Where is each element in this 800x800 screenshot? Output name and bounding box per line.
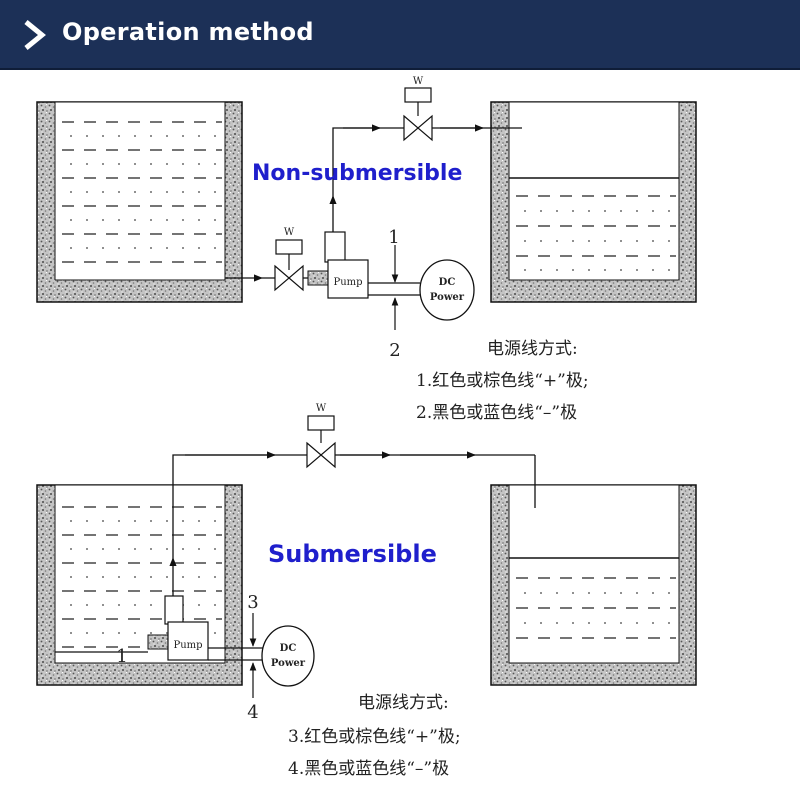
valve-label: W — [284, 227, 295, 238]
top-inlet-valve: W — [274, 227, 304, 292]
wire-1-label: 1 — [388, 227, 399, 248]
page-title: Operation method — [62, 18, 314, 46]
bottom-dc-power: DC Power — [261, 625, 315, 687]
top-note-title: 电源线方式: — [487, 339, 578, 359]
non-submersible-label: Non-submersible — [252, 161, 462, 186]
top-pump: Pump — [307, 231, 420, 299]
wire-3-label: 3 — [247, 592, 258, 613]
top-dc-power: DC Power — [419, 259, 475, 321]
pump-label: Pump — [333, 277, 362, 288]
top-note-line1: 1.红色或棕色线“+”极; — [416, 371, 589, 391]
bottom-note-line1: 3.红色或棕色线“+”极; — [288, 727, 461, 747]
bottom-outlet-pipe — [169, 451, 536, 596]
svg-text:Power: Power — [271, 658, 306, 669]
wire-2-label: 2 — [389, 340, 400, 361]
bottom-pump: Pump — [147, 595, 266, 661]
bottom-valve: W — [306, 403, 336, 469]
wire-4-label: 4 — [247, 702, 258, 723]
bottom-note-line2: 4.黑色或蓝色线“–”极 — [288, 759, 449, 779]
top-outlet-valve: W — [403, 76, 433, 142]
chevron-right-icon — [24, 20, 46, 50]
bottom-source-tank — [36, 484, 243, 686]
tank-mark-label: 1 — [116, 646, 127, 667]
top-target-tank — [490, 101, 697, 303]
bottom-note-title: 电源线方式: — [358, 693, 449, 713]
svg-text:Power: Power — [430, 292, 465, 303]
top-note-line2: 2.黑色或蓝色线“–”极 — [416, 403, 577, 423]
svg-text:DC: DC — [439, 277, 456, 288]
bottom-target-tank — [490, 484, 697, 686]
header-bar: Operation method — [0, 0, 800, 70]
top-outlet-pipe — [329, 124, 522, 232]
top-source-tank — [36, 101, 243, 303]
operation-diagram: W Pump W DC Power 1 2 Non-submersible — [36, 76, 697, 779]
valve-label: W — [413, 76, 424, 87]
valve-label: W — [316, 403, 327, 414]
pump-label: Pump — [173, 640, 202, 651]
svg-text:DC: DC — [280, 643, 297, 654]
submersible-label: Submersible — [268, 540, 437, 568]
